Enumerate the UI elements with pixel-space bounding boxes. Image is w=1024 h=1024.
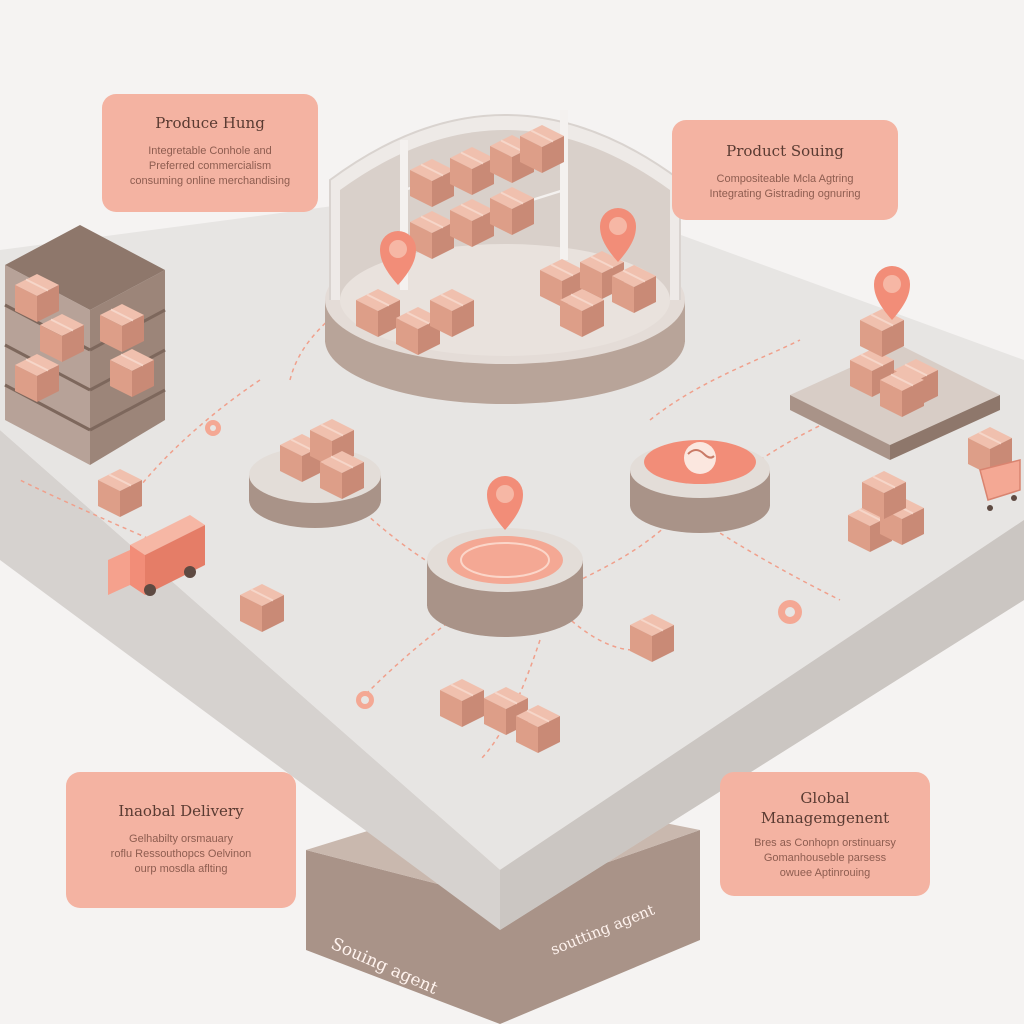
card-title: Product Souing — [726, 142, 844, 160]
info-card-delivery: Inaobal Delivery Gelhabilty orsmauary ro… — [66, 772, 296, 908]
card-body: Compositeable Mcla Agtring Integrating G… — [686, 172, 884, 202]
card-body: Integretable Conhole and Preferred comme… — [116, 144, 304, 189]
card-line: Bres as Conhopn orstinuarsy — [754, 837, 896, 849]
gear-icon — [205, 420, 221, 436]
card-line: Gelhabilty orsmauary — [129, 833, 233, 845]
warehouse-shelf-icon — [4, 225, 166, 465]
card-line: Compositeable Mcla Agtring — [716, 173, 854, 185]
card-line: Preferred commercialism — [148, 160, 272, 172]
gear-icon — [778, 600, 802, 624]
info-card-produce-hung: Produce Hung Integretable Conhole and Pr… — [102, 94, 318, 212]
delivery-truck-icon — [108, 515, 205, 596]
card-line: ourp mosdla aflting — [134, 863, 228, 875]
pedestal-boxes-right — [790, 266, 1000, 460]
platform — [0, 180, 1024, 930]
card-line: Integretable Conhole and — [148, 145, 272, 157]
globe-icon — [684, 442, 716, 474]
gear-icon — [356, 691, 374, 709]
card-line: roflu Ressouthopcs Oelvinon — [110, 848, 252, 860]
card-title: Global Managemgenent — [760, 789, 890, 827]
card-line: owuee Aptinrouing — [779, 867, 871, 879]
card-line: consuming online merchandising — [129, 175, 291, 187]
pedestal-left — [249, 418, 381, 528]
shopping-cart-icon — [979, 459, 1021, 511]
info-card-global-management: Global Managemgenent Bres as Conhopn ors… — [720, 772, 930, 896]
card-title: Inaobal Delivery — [118, 802, 244, 820]
card-title: Produce Hung — [155, 114, 265, 132]
pedestal-right — [630, 440, 770, 533]
info-card-product-souing: Product Souing Compositeable Mcla Agtrin… — [672, 120, 898, 220]
card-line: Integrating Gistrading ognuring — [709, 188, 861, 200]
pedestal-center — [427, 476, 583, 637]
dome-shelf — [400, 110, 568, 290]
card-body: Gelhabilty orsmauary roflu Ressouthopcs … — [80, 832, 282, 877]
card-body: Bres as Conhopn orstinuarsy Gomanhousebl… — [734, 836, 916, 881]
card-line: Gomanhouseble parsess — [763, 852, 887, 864]
central-dome — [325, 110, 685, 404]
